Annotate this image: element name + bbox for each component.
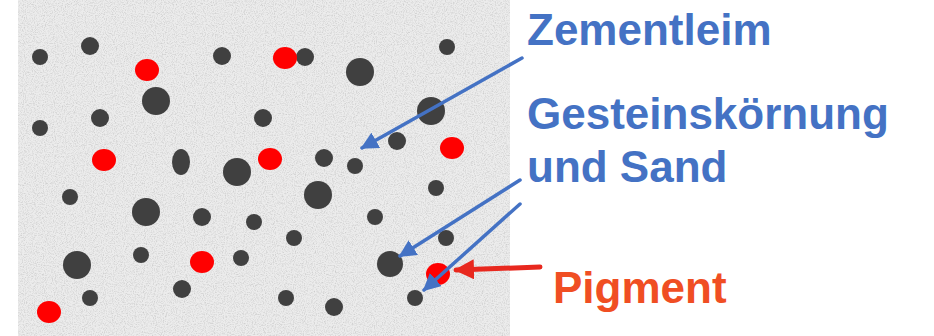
leader-arrows (362, 58, 540, 290)
pigment-label: Pigment (553, 262, 923, 315)
leader-arrow (362, 58, 522, 148)
cement-paste (18, 0, 510, 336)
pigment-particles (37, 47, 464, 323)
aggregate-grains (32, 37, 455, 316)
leader-arrow (424, 204, 520, 290)
material-label: Zementleim (527, 4, 927, 57)
paste-texture (18, 0, 510, 336)
leader-arrow (456, 267, 540, 270)
material-label: Gesteinskörnung und Sand (527, 88, 927, 194)
paste-ground (18, 0, 510, 336)
